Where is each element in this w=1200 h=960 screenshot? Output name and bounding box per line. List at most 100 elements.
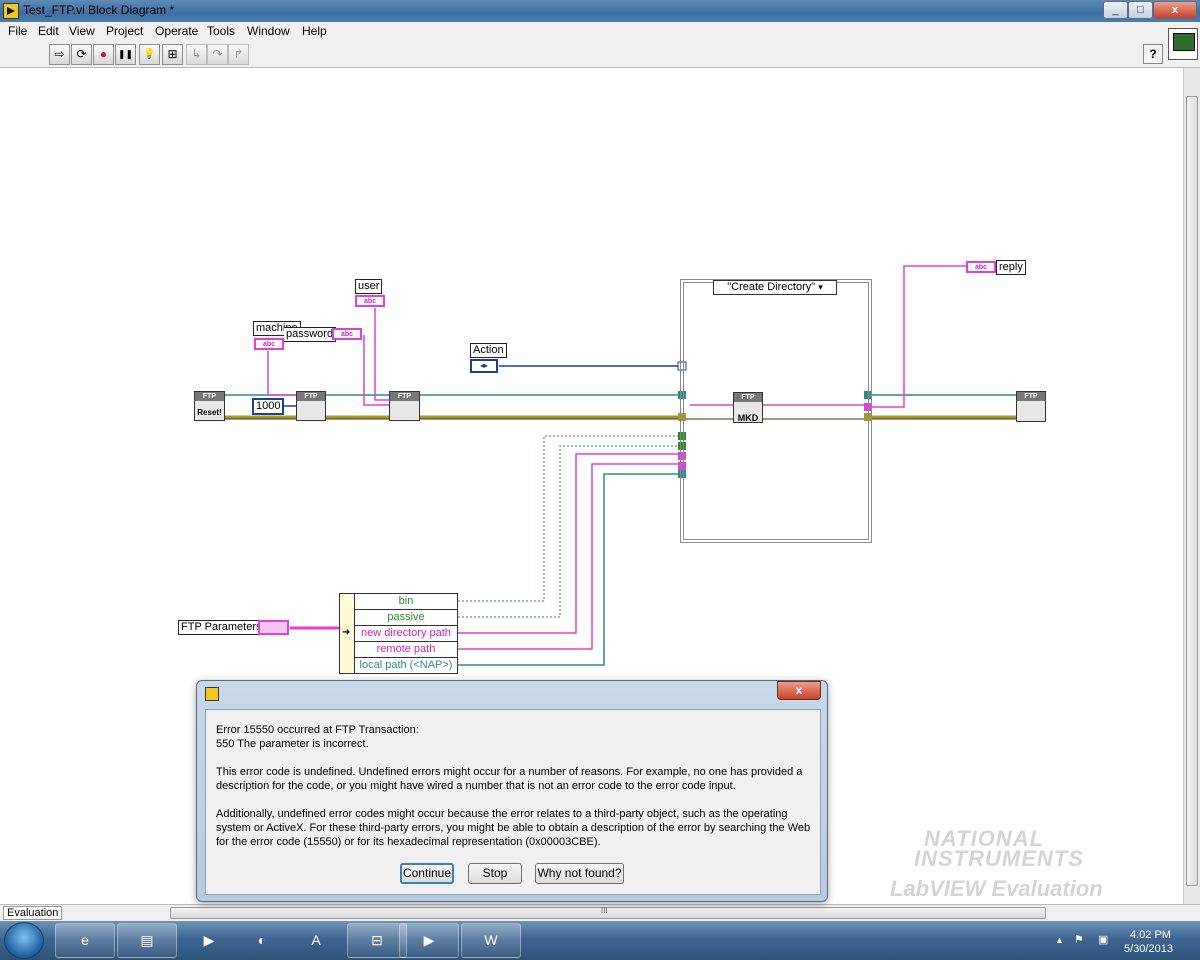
title-bar: Test_FTP.vi Block Diagram * _ □ x [0, 0, 1200, 22]
unbundle-row-new-directory-path[interactable]: new directory path [355, 626, 457, 642]
menu-bar: File Edit View Project Operate Tools Win… [0, 22, 1200, 41]
vertical-scrollbar[interactable] [1183, 68, 1200, 904]
unbundle-row-passive[interactable]: passive [355, 610, 457, 626]
case-structure[interactable] [680, 279, 872, 543]
ftp-reset-node-header: FTP [195, 392, 224, 401]
error-dialog: x Error 15550 occurred at FTP Transactio… [196, 680, 828, 902]
maximize-button[interactable]: □ [1128, 1, 1153, 19]
error-line-2: 550 The parameter is incorrect. [216, 738, 369, 750]
menu-edit[interactable]: Edit [38, 24, 59, 38]
media-player-taskbar-icon[interactable]: ▶ [203, 932, 215, 948]
system-tray: ▲ ⚑ ▣ 4:02 PM 5/30/2013 [1050, 921, 1200, 960]
dialog-body: Error 15550 occurred at FTP Transaction:… [205, 709, 821, 895]
ftp-close-node[interactable]: FTP [1016, 391, 1046, 422]
menu-help[interactable]: Help [302, 24, 327, 38]
unbundle-input-terminal: ➜ [340, 594, 355, 673]
menu-operate[interactable]: Operate [155, 24, 199, 38]
vi-icon[interactable] [1168, 28, 1198, 60]
watermark-line1: NATIONAL [924, 826, 1045, 851]
user-label[interactable]: user [355, 279, 383, 294]
highlight-execution-button[interactable]: 💡 [139, 44, 160, 65]
scroll-grip: III [601, 906, 608, 915]
error-line-1: Error 15550 occurred at FTP Transaction: [216, 724, 419, 736]
menu-view[interactable]: View [69, 24, 95, 38]
vertical-scroll-thumb[interactable] [1186, 96, 1198, 886]
abort-button[interactable]: ● [93, 44, 114, 65]
labview-dialog-icon [205, 687, 219, 701]
step-over-button[interactable]: ↷ [207, 44, 228, 65]
show-hidden-icons-icon[interactable]: ▲ [1055, 935, 1064, 945]
timeout-constant[interactable]: 1000 [252, 398, 285, 415]
unbundle-by-name[interactable]: ➜ bin passive new directory path remote … [339, 593, 458, 674]
ftp-login-node-header: FTP [390, 392, 419, 401]
network-icon[interactable]: ▣ [1098, 934, 1109, 946]
chevron-down-icon[interactable]: ▾ [818, 282, 823, 292]
menu-file[interactable]: File [8, 24, 28, 38]
error-paragraph-1: This error code is undefined. Undefined … [216, 766, 803, 792]
ftp-mkd-node-label: MKD [737, 413, 759, 423]
action-label[interactable]: Action [470, 343, 507, 358]
error-paragraph-2: Additionally, undefined error codes migh… [216, 808, 811, 848]
ie-taskbar-icon[interactable]: e [55, 923, 115, 958]
action-enum-control[interactable]: ◂▸ [470, 359, 498, 373]
stop-button[interactable]: Stop [468, 863, 522, 884]
window-title: Test_FTP.vi Block Diagram * [23, 3, 175, 17]
ftp-mkd-node[interactable]: FTP MKD [733, 392, 763, 423]
run-button[interactable]: ⇨ [49, 44, 70, 65]
password-string-constant[interactable]: abc [332, 328, 362, 340]
reply-label[interactable]: reply [996, 260, 1026, 275]
ni-watermark: NATIONAL INSTRUMENTS LabVIEW Evaluation … [862, 826, 1182, 904]
step-out-button[interactable]: ↱ [228, 44, 249, 65]
unbundle-row-bin[interactable]: bin [355, 594, 457, 610]
why-not-found-button[interactable]: Why not found? [535, 863, 624, 884]
case-selector[interactable]: "Create Directory" ▾ [713, 280, 837, 295]
labview-taskbar-icon[interactable]: ▶ [399, 923, 459, 958]
ftp-close-node-header: FTP [1017, 392, 1045, 401]
reply-string-indicator[interactable]: abc [966, 261, 996, 273]
menu-tools[interactable]: Tools [207, 24, 236, 38]
clock-time[interactable]: 4:02 PM [1130, 929, 1171, 941]
ftp-login-node[interactable]: FTP [389, 391, 420, 421]
ftp-reset-node-label: Reset! [197, 408, 222, 417]
diagram-layer: user abc machine abc password abc Action… [0, 68, 1183, 904]
continue-button[interactable]: Continue [400, 863, 454, 884]
step-into-button[interactable]: ↳ [186, 44, 207, 65]
machine-string-constant[interactable]: abc [254, 338, 284, 350]
labview-app-icon[interactable] [3, 3, 19, 19]
menu-project[interactable]: Project [106, 24, 144, 38]
acrobat-taskbar-icon[interactable]: A [311, 932, 321, 948]
retain-wire-values-button[interactable]: ⊞ [162, 44, 183, 65]
clock-date[interactable]: 5/30/2013 [1124, 943, 1173, 955]
minimize-button[interactable]: _ [1103, 1, 1128, 19]
context-help-button[interactable]: ? [1143, 44, 1163, 64]
unbundle-row-local-path[interactable]: local path (<NAP>) [359, 659, 453, 671]
action-center-icon[interactable]: ⚑ [1074, 934, 1084, 946]
case-selector-value: "Create Directory" [727, 281, 816, 293]
watermark-line3: LabVIEW Evaluation Software [890, 876, 1103, 904]
menu-window[interactable]: Window [247, 24, 290, 38]
eclipse-taskbar-icon[interactable]: ◐ [257, 932, 267, 948]
horizontal-scrollbar[interactable]: III [170, 906, 1046, 919]
password-label[interactable]: password [284, 327, 337, 342]
close-button[interactable]: x [1153, 1, 1197, 19]
evaluation-label: Evaluation [3, 906, 63, 920]
taskbar: e ▤ ▶ ◐ A ⊟ ▶ W ▲ ⚑ ▣ 4:02 PM 5/30/2013 [0, 921, 1200, 960]
ftp-parameters-cluster-control[interactable] [258, 620, 289, 635]
word-taskbar-icon[interactable]: W [461, 923, 521, 958]
status-bar: Evaluation III [0, 904, 1200, 921]
pause-button[interactable]: ❚❚ [115, 44, 136, 65]
labview-project-taskbar-icon[interactable]: ⊟ [347, 923, 407, 958]
ftp-open-node-header: FTP [297, 392, 325, 401]
ftp-parameters-label[interactable]: FTP Parameters [178, 620, 265, 635]
explorer-taskbar-icon[interactable]: ▤ [117, 923, 177, 958]
start-button[interactable] [4, 922, 44, 959]
ftp-mkd-node-header: FTP [734, 393, 762, 402]
ftp-reset-node[interactable]: FTP Reset! [194, 391, 225, 421]
ftp-open-node[interactable]: FTP [296, 391, 326, 421]
toolbar: ⇨ ⟳ ● ❚❚ 💡 ⊞ ↳ ↷ ↱ [0, 41, 1200, 68]
watermark-line2: INSTRUMENTS [914, 846, 1084, 871]
dialog-close-button[interactable]: x [777, 681, 821, 700]
user-string-constant[interactable]: abc [355, 295, 385, 307]
run-continuously-button[interactable]: ⟳ [71, 44, 92, 65]
unbundle-row-remote-path[interactable]: remote path [355, 642, 457, 658]
